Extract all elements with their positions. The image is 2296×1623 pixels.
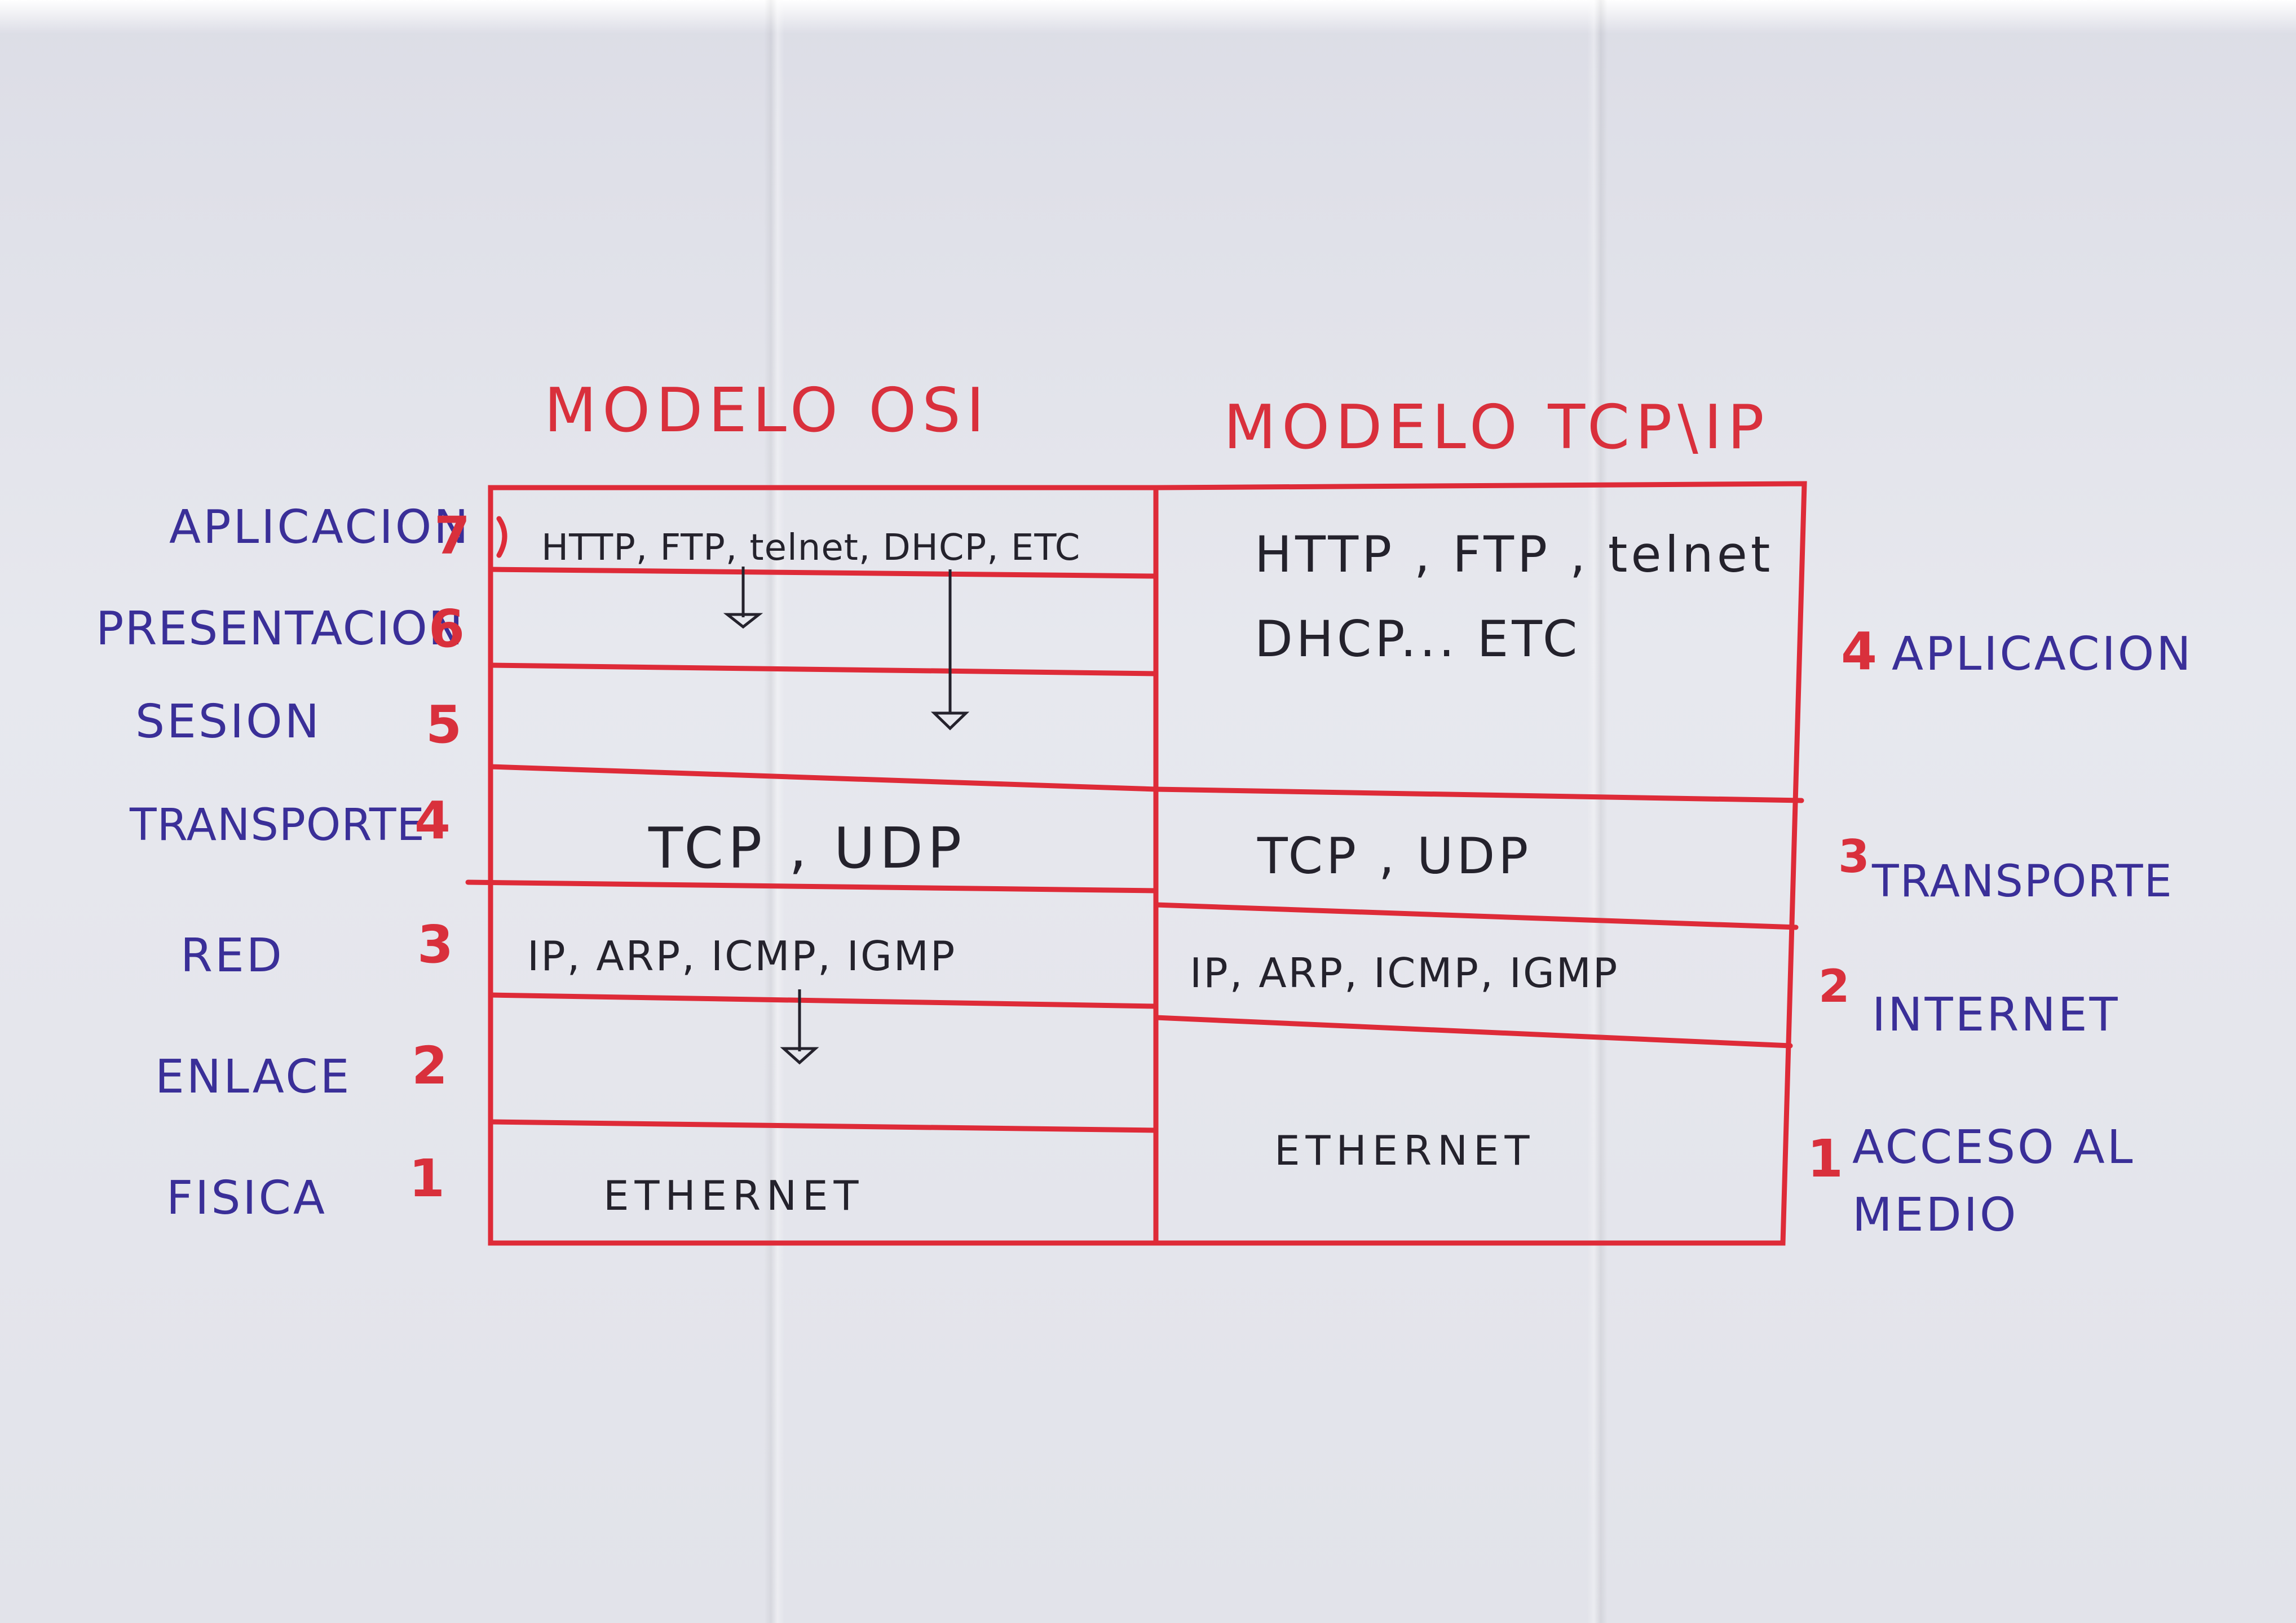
tcpip-internet-protocols: IP, ARP, ICMP, IGMP bbox=[1190, 949, 1619, 997]
osi-layer-7-number: 7 bbox=[434, 506, 471, 566]
tcpip-application-protocols-line2: DHCP... ETC bbox=[1255, 610, 1581, 668]
tcpip-layer-3-name: TRANSPORTE bbox=[1872, 856, 2173, 907]
tcpip-title: MODELO TCP\IP bbox=[1224, 392, 1770, 463]
osi-transport-protocols: TCP , UDP bbox=[648, 815, 966, 881]
osi-row-line-2-1 bbox=[488, 1119, 1159, 1133]
tcpip-table-border bbox=[1153, 481, 1807, 1246]
tcpip-layer-1-name-line1: ACCESO AL bbox=[1852, 1121, 2135, 1174]
tcpip-access-protocols: ETHERNET bbox=[1274, 1127, 1535, 1174]
osi-layer-6-number: 6 bbox=[429, 599, 465, 659]
tcpip-layer-2-number: 2 bbox=[1818, 960, 1850, 1012]
tcpip-layer-3-number: 3 bbox=[1838, 830, 1870, 883]
tcpip-row-line-2-1 bbox=[1153, 1015, 1793, 1049]
osi-layer-6-name: PRESENTACION bbox=[96, 602, 465, 656]
paper-fold-left bbox=[764, 0, 784, 1623]
osi-layer-1-name: FISICA bbox=[166, 1171, 327, 1225]
osi-layer-1-number: 1 bbox=[409, 1148, 445, 1209]
osi-title: MODELO OSI bbox=[544, 375, 990, 446]
tcpip-layer-1-name-line2: MEDIO bbox=[1852, 1188, 2019, 1242]
paper-top-edge bbox=[0, 0, 2296, 34]
osi-row-line-4-3 bbox=[465, 879, 1159, 894]
arrow-session-head bbox=[930, 711, 970, 731]
osi-layer-3-number: 3 bbox=[417, 914, 454, 975]
osi-row-line-5-4 bbox=[488, 764, 1159, 792]
paper-fold-right bbox=[1587, 0, 1608, 1623]
arrow-presentation-head bbox=[723, 613, 763, 629]
osi-layer-4-number: 4 bbox=[414, 790, 451, 851]
tcpip-layer-1-number: 1 bbox=[1807, 1129, 1844, 1189]
osi-7-brace bbox=[496, 516, 507, 558]
osi-application-protocols: HTTP, FTP, telnet, DHCP, ETC bbox=[541, 527, 1081, 569]
osi-layer-7-name: APLICACION bbox=[169, 501, 471, 554]
tcpip-transport-protocols: TCP , UDP bbox=[1257, 827, 1532, 885]
tcpip-layer-2-name: INTERNET bbox=[1872, 988, 2120, 1042]
osi-layer-2-name: ENLACE bbox=[155, 1050, 352, 1104]
osi-row-line-3-2 bbox=[488, 992, 1159, 1009]
osi-row-line-7-6 bbox=[488, 567, 1159, 579]
osi-physical-protocols: ETHERNET bbox=[603, 1172, 864, 1219]
arrow-link-head bbox=[780, 1047, 819, 1065]
osi-layer-3-name: RED bbox=[180, 929, 284, 983]
tcpip-application-protocols-line1: HTTP , FTP , telnet bbox=[1255, 525, 1774, 583]
tcpip-row-line-3-2 bbox=[1153, 902, 1799, 930]
osi-network-protocols: IP, ARP, ICMP, IGMP bbox=[527, 932, 957, 980]
osi-layer-2-number: 2 bbox=[412, 1036, 448, 1096]
tcpip-layer-4-number: 4 bbox=[1841, 621, 1878, 682]
tcpip-row-line-4-3 bbox=[1153, 786, 1804, 803]
osi-layer-5-name: SESION bbox=[135, 695, 321, 749]
tcpip-layer-4-name: APLICACION bbox=[1892, 627, 2193, 681]
osi-layer-5-number: 5 bbox=[426, 695, 462, 755]
osi-row-line-6-5 bbox=[488, 662, 1159, 676]
osi-layer-4-name: TRANSPORTE bbox=[130, 800, 425, 851]
